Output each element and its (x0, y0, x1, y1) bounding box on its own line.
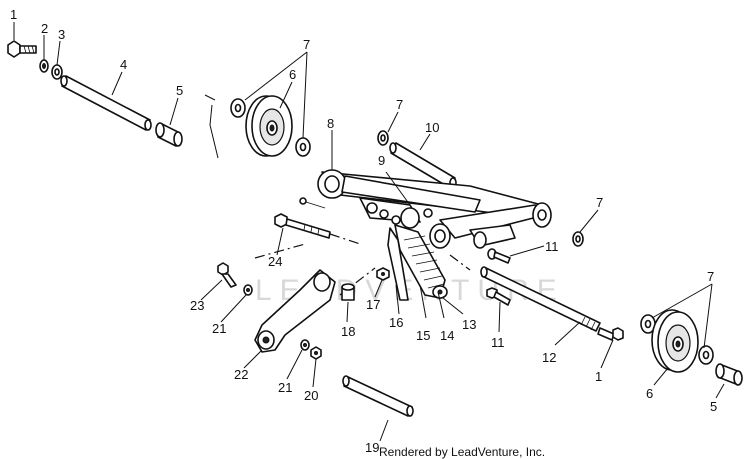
callout-1-lower: 1 (595, 369, 602, 384)
washer-21-lower[interactable] (300, 339, 310, 351)
callout-8: 8 (327, 116, 334, 131)
callout-11-upper: 11 (545, 239, 559, 254)
nut-9[interactable] (423, 208, 433, 218)
bolt-11-upper[interactable] (487, 248, 511, 264)
washer-7-left-top[interactable] (230, 98, 246, 118)
leader-lines (13, 22, 725, 442)
small-screw[interactable] (299, 197, 326, 209)
centerline-left (254, 243, 306, 259)
callout-10: 10 (425, 120, 439, 135)
spacer-18[interactable] (341, 283, 355, 301)
callout-14: 14 (440, 328, 454, 343)
callout-2: 2 (41, 21, 48, 36)
spacer-5-bottom[interactable] (715, 363, 743, 386)
callout-1-top: 1 (10, 7, 17, 22)
washer-2[interactable] (39, 59, 49, 73)
centerline-right (449, 254, 471, 271)
callout-7-bottom: 7 (707, 269, 714, 284)
callout-24: 24 (268, 254, 282, 269)
callout-9: 9 (378, 153, 385, 168)
washer-7-right[interactable] (572, 231, 584, 247)
callout-16: 16 (389, 315, 403, 330)
callout-5-top: 5 (176, 83, 183, 98)
bolt-1-top[interactable] (7, 40, 37, 58)
callout-7-mid: 7 (396, 97, 403, 112)
nut-20[interactable] (310, 346, 322, 360)
callout-7-top: 7 (303, 37, 310, 52)
washer-7-right-top[interactable] (295, 137, 311, 157)
idler-wheel-6-bottom[interactable] (651, 309, 699, 373)
callout-13: 13 (462, 317, 476, 332)
shaft-19[interactable] (342, 375, 414, 417)
callout-6-bottom: 6 (646, 386, 653, 401)
callout-22: 22 (234, 367, 248, 382)
centerline-24 (329, 233, 361, 245)
washer-7-bottom-right[interactable] (698, 345, 714, 365)
bracket-line-top (204, 94, 219, 159)
washer-3[interactable] (51, 64, 63, 80)
render-credit: Rendered by LeadVenture, Inc. (379, 445, 545, 459)
callout-17: 17 (366, 297, 380, 312)
idler-wheel-6-top[interactable] (245, 95, 293, 157)
rear-arm-assembly-8[interactable] (317, 169, 552, 249)
callout-19: 19 (365, 440, 379, 455)
callout-15: 15 (416, 328, 430, 343)
callout-12: 12 (542, 350, 556, 365)
callout-7-right: 7 (596, 195, 603, 210)
bolt-11-lower[interactable] (486, 287, 511, 306)
washer-21-upper[interactable] (243, 284, 253, 296)
washer-7-bottom-left[interactable] (640, 314, 656, 334)
link-arm-22[interactable] (254, 269, 336, 353)
callout-6-top: 6 (289, 67, 296, 82)
callout-21-lower: 21 (278, 380, 292, 395)
callout-23: 23 (190, 298, 204, 313)
shaft-12[interactable] (480, 266, 601, 332)
bracket-16[interactable] (387, 227, 409, 301)
bolt-23[interactable] (217, 262, 237, 288)
callout-18: 18 (341, 324, 355, 339)
callout-11-lower: 11 (491, 335, 505, 350)
washer-7-mid[interactable] (377, 130, 389, 146)
bolt-24[interactable] (274, 213, 331, 239)
bolt-1-lower[interactable] (597, 327, 624, 341)
shaft-4[interactable] (60, 75, 152, 131)
spacer-5-top[interactable] (155, 122, 183, 147)
callout-3: 3 (58, 27, 65, 42)
callout-21-upper: 21 (212, 321, 226, 336)
callout-4: 4 (120, 57, 127, 72)
nut-17[interactable] (376, 267, 390, 281)
callout-20: 20 (304, 388, 318, 403)
callout-5-bottom: 5 (710, 399, 717, 414)
